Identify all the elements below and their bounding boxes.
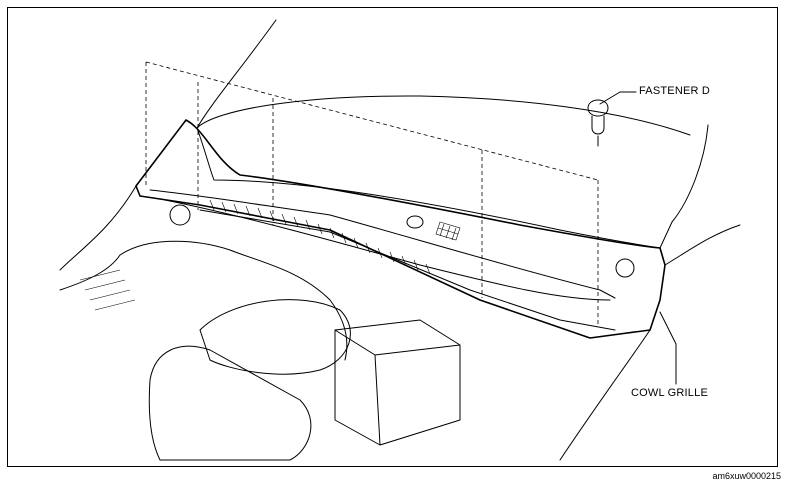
cowl-grille-callout: COWL GRILLE (631, 387, 708, 399)
hood-edge (196, 127, 673, 249)
wiper-pivot-right (615, 258, 635, 278)
hood-outline (196, 19, 709, 223)
fender-left (59, 185, 137, 291)
washer-cap (169, 204, 191, 226)
fastener-d-callout: FASTENER D (639, 85, 711, 97)
air-cleaner (148, 345, 312, 461)
cowl-grille-inner-lip (149, 189, 616, 299)
cowl-grille-body (135, 119, 666, 339)
fastener-d-leader (599, 91, 637, 105)
fender-right (559, 224, 741, 461)
fastener-d-icon (587, 99, 609, 147)
engine-cover (119, 240, 348, 361)
alignment-lines (145, 61, 599, 325)
battery-box (334, 319, 461, 446)
intake-duct (199, 299, 351, 375)
wiper-pivot-left (406, 215, 424, 229)
cowl-grille-lower-edge (199, 209, 616, 331)
figure-code: am6xuw0000215 (712, 471, 781, 481)
vent-slats (209, 199, 431, 275)
vent-grid (435, 221, 461, 241)
diagram-frame (7, 7, 778, 467)
engine-ribs (79, 269, 136, 311)
cowl-grille-leader (659, 311, 677, 385)
